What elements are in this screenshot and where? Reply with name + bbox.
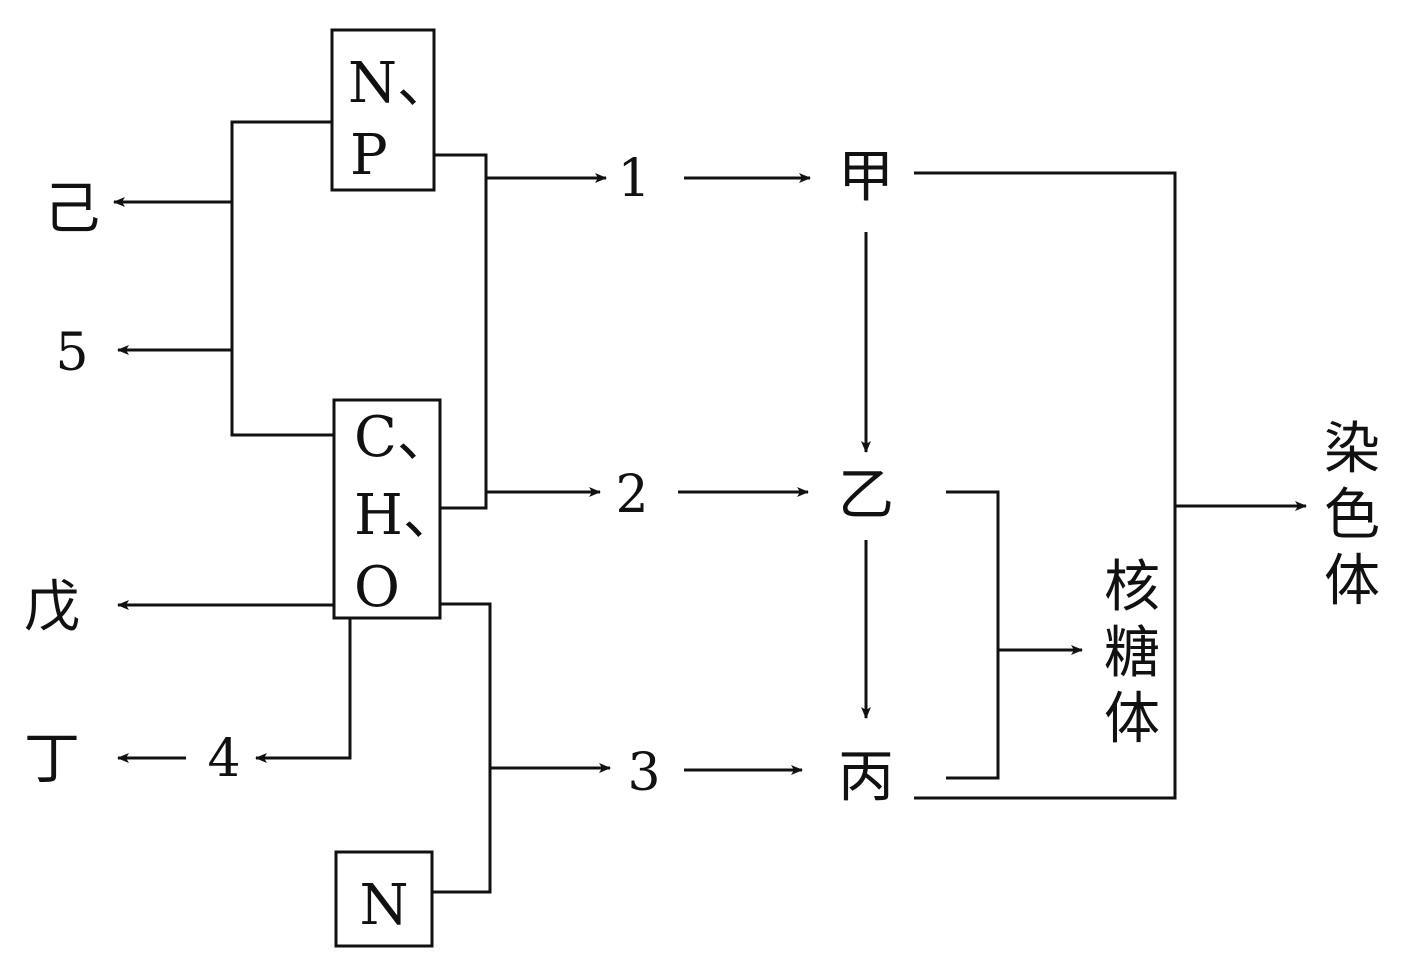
ribosome-char-1: 核 (1104, 555, 1160, 620)
middle-bracket-line (434, 153, 488, 510)
ribosome-bracket-line (946, 490, 1000, 780)
ribosome-char-3: 体 (1104, 687, 1160, 752)
np-box-line2: P (350, 123, 388, 188)
cho-box (332, 398, 442, 620)
lower-bracket-line (432, 602, 492, 894)
molecule-yi: 乙 (838, 463, 894, 528)
chromosome-char-2: 色 (1324, 483, 1380, 548)
left-bracket-line (230, 120, 334, 437)
molecule-bing: 丙 (838, 745, 894, 810)
chromosome-char-3: 体 (1324, 549, 1380, 614)
molecule-wu: 戊 (24, 575, 80, 640)
ribosome-char-2: 糖 (1104, 621, 1160, 686)
arrow-to-4 (255, 618, 352, 763)
n-box (334, 850, 434, 948)
molecule-jia: 甲 (838, 145, 894, 210)
number-3: 3 (627, 743, 660, 803)
n-box-label: N (360, 873, 409, 938)
number-4: 4 (207, 729, 240, 789)
chromosome-char-1: 染 (1324, 417, 1380, 482)
cho-box-line1: C、 (354, 405, 453, 470)
number-5: 5 (55, 323, 88, 383)
np-box-line1: N、 (348, 51, 453, 116)
number-1: 1 (617, 149, 650, 209)
chromosome-bracket-line (914, 171, 1177, 800)
number-2: 2 (615, 465, 648, 525)
np-box (330, 28, 436, 192)
molecule-ding: 丁 (24, 727, 80, 792)
cho-box-line3: O (354, 555, 400, 620)
cho-box-line2: H、 (354, 483, 459, 548)
molecule-ji: 己 (44, 177, 100, 242)
